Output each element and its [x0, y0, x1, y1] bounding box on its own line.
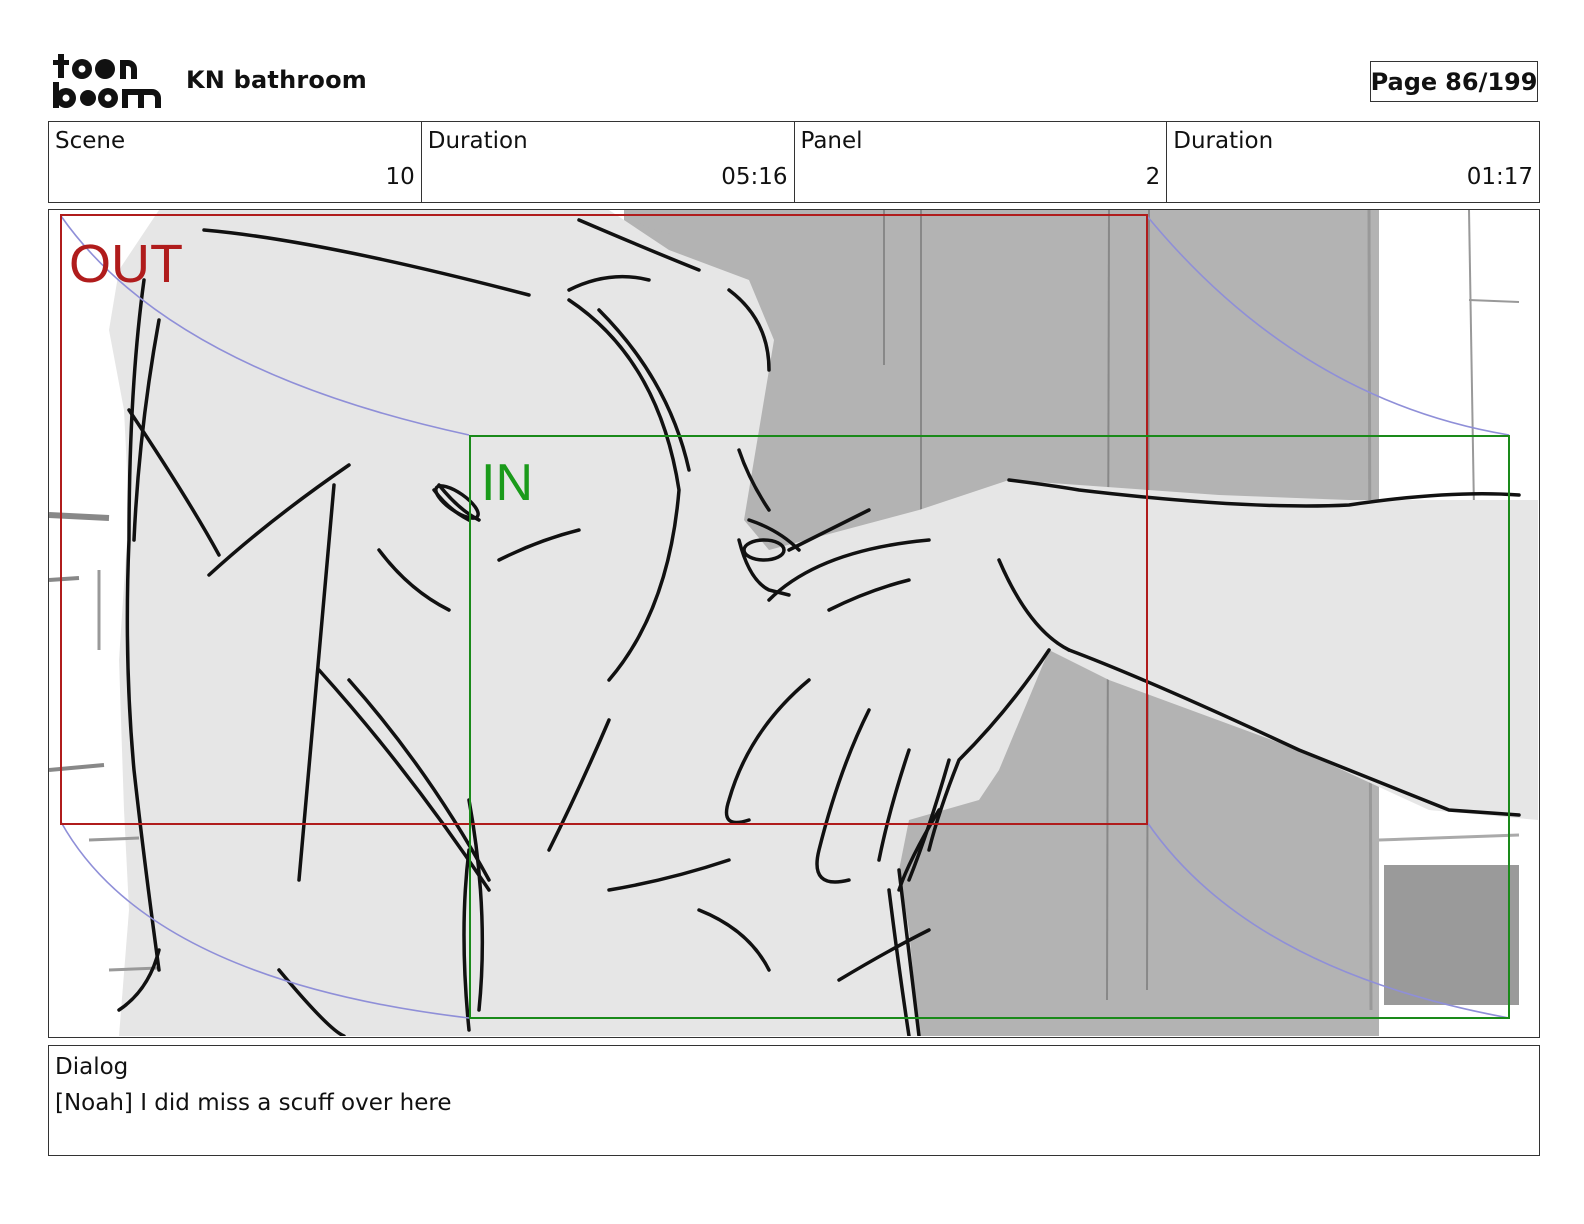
panel-label: Panel: [800, 128, 863, 154]
panel-duration-label: Duration: [1173, 128, 1274, 154]
camera-guides: [60, 215, 1510, 1019]
scene-cell: Scene 10: [49, 122, 422, 202]
storyboard-panel: OUT IN: [48, 209, 1540, 1038]
out-label: OUT: [69, 234, 183, 294]
cabinet-shape: [1384, 865, 1519, 1005]
dialog-label: Dialog: [55, 1054, 129, 1080]
guide-bottom-left: [60, 821, 470, 1019]
info-row: Scene 10 Duration 05:16 Panel 2 Duration…: [48, 121, 1540, 203]
panel-drawing: OUT IN: [49, 210, 1538, 1036]
panel-duration-value: 01:17: [1466, 164, 1533, 190]
scene-duration-value: 05:16: [721, 164, 788, 190]
scene-value: 10: [385, 164, 415, 190]
page-number: 86/199: [1445, 67, 1538, 96]
in-frame: [469, 435, 1510, 1019]
out-frame: [60, 214, 1148, 825]
dialog-box: Dialog [Noah] I did miss a scuff over he…: [48, 1045, 1540, 1156]
in-label: IN: [481, 454, 533, 512]
guide-top-right: [1146, 215, 1510, 436]
guide-bottom-right: [1146, 821, 1510, 1019]
dialog-text: [Noah] I did miss a scuff over here: [55, 1090, 452, 1116]
scene-label: Scene: [55, 128, 126, 154]
panel-cell: Panel 2: [795, 122, 1168, 202]
guide-top-left: [60, 215, 470, 436]
page-indicator: Page 86/199: [1370, 61, 1538, 102]
toon-boom-logo: [52, 50, 164, 112]
figure-body: [109, 210, 1538, 1036]
project-title: KN bathroom: [186, 66, 367, 94]
scene-duration-label: Duration: [427, 128, 528, 154]
page-label: Page: [1370, 67, 1438, 96]
panel-value: 2: [1145, 164, 1161, 190]
scene-duration-cell: Duration 05:16: [422, 122, 795, 202]
panel-duration-cell: Duration 01:17: [1167, 122, 1539, 202]
